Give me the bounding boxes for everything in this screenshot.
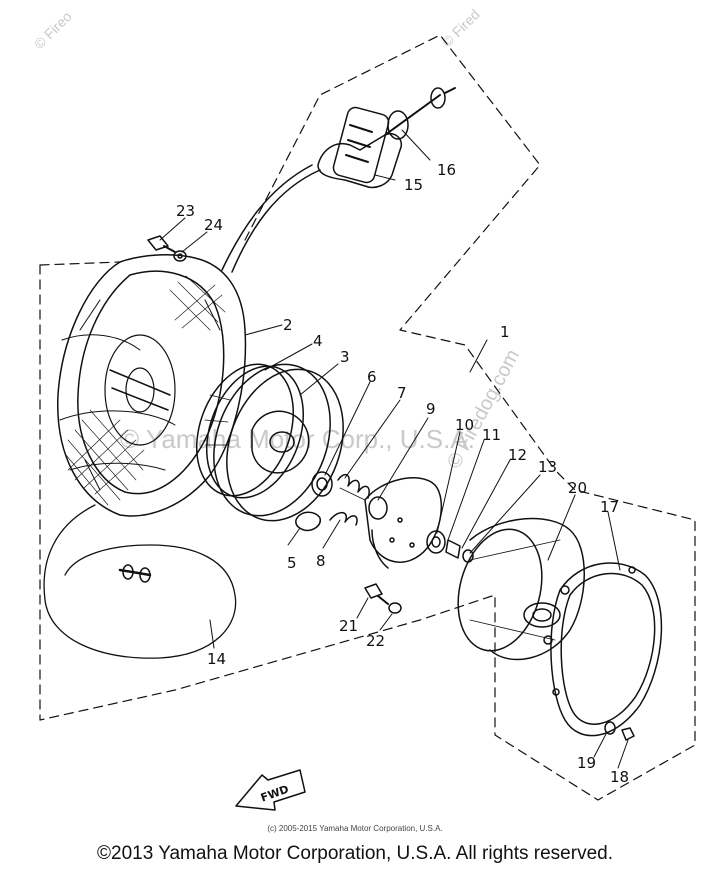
- callout-labels: 1 2 3 4 5 6 7 8 9 10 11 12 13 14 15 16 1…: [176, 161, 629, 786]
- watermark-corner-right: © Fired: [439, 6, 483, 50]
- starter-case-part: [445, 519, 584, 661]
- recoil-housing-part: [58, 255, 246, 516]
- bolt-washer-18-19: [605, 722, 634, 740]
- diagram-copyright: (c) 2005-2015 Yamaha Motor Corporation, …: [267, 824, 443, 833]
- assembly-dashed-outline: [40, 35, 695, 800]
- callout-22: 22: [366, 632, 385, 650]
- callout-11: 11: [482, 426, 501, 444]
- callout-8: 8: [316, 552, 326, 570]
- watermark-corner-left: © Fireo: [31, 8, 75, 52]
- ratchet-pawl-part: [296, 512, 320, 530]
- callout-13: 13: [538, 458, 557, 476]
- friction-plate-part: [365, 478, 441, 568]
- callout-5: 5: [287, 554, 297, 572]
- housing-mesh: [66, 276, 225, 505]
- cover-gasket-part: [551, 563, 661, 736]
- callout-18: 18: [610, 768, 629, 786]
- footer-copyright: ©2013 Yamaha Motor Corporation, U.S.A. A…: [97, 843, 613, 864]
- friction-spring-part: [312, 472, 332, 496]
- callout-7: 7: [397, 384, 407, 402]
- leader-lines: [160, 130, 628, 768]
- callout-16: 16: [437, 161, 456, 179]
- callout-17: 17: [600, 498, 619, 516]
- callout-19: 19: [577, 754, 596, 772]
- callout-15: 15: [404, 176, 423, 194]
- watermarks: © Fireo © Fired © Yamaha Motor Corp., U.…: [31, 6, 524, 472]
- starter-handle-part: [318, 88, 455, 187]
- callout-9: 9: [426, 400, 436, 418]
- callout-3: 3: [340, 348, 350, 366]
- callout-24: 24: [204, 216, 223, 234]
- return-spring-part: [330, 513, 357, 525]
- callout-12: 12: [508, 446, 527, 464]
- starter-rope-part: [44, 165, 320, 658]
- callout-10: 10: [455, 416, 474, 434]
- coil-spring-part: [338, 475, 369, 500]
- callout-6: 6: [367, 368, 377, 386]
- callout-14: 14: [207, 650, 226, 668]
- bolt-washer-23-24: [148, 236, 186, 261]
- bolt-washer-21-22: [365, 584, 401, 613]
- callout-21: 21: [339, 617, 358, 635]
- rope-reel-part: [179, 348, 363, 537]
- fwd-arrow-icon: [236, 770, 305, 810]
- washer-nut-stack: [427, 531, 473, 562]
- callout-4: 4: [313, 332, 323, 350]
- callout-1: 1: [500, 323, 510, 341]
- callout-2: 2: [283, 316, 293, 334]
- callout-23: 23: [176, 202, 195, 220]
- callout-20: 20: [568, 479, 587, 497]
